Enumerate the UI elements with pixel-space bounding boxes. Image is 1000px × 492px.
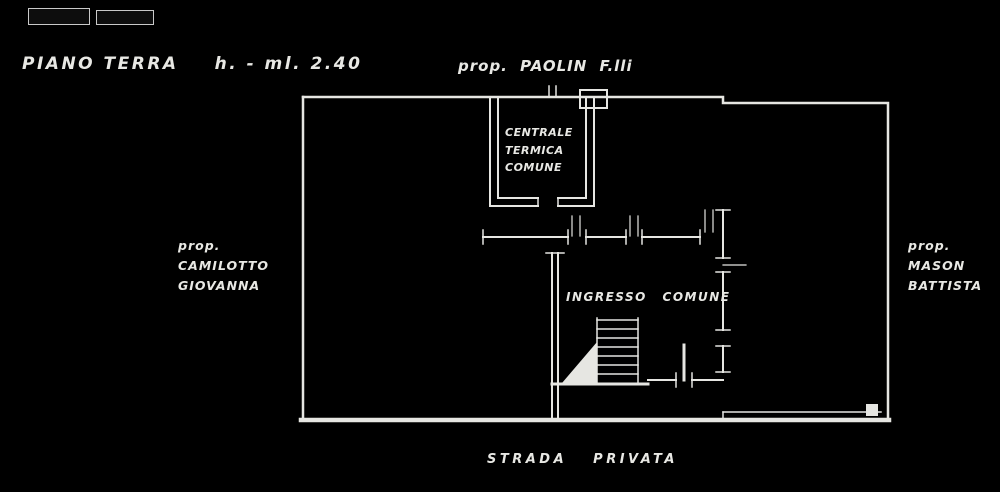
right-partition-wall <box>704 209 747 373</box>
boiler-room-label-line3: COMUNE <box>505 161 563 175</box>
street-label: STRADA PRIVATA <box>487 452 678 467</box>
corridor-wall <box>482 215 701 245</box>
height-note: h. - ml. 2.40 <box>214 54 363 74</box>
owner-label-top: prop. PAOLIN F.lli <box>458 57 633 75</box>
redaction-mark-2 <box>96 10 154 25</box>
boundary-tick <box>548 85 557 98</box>
owner-right-prefix: prop. <box>908 238 951 253</box>
building-outline <box>298 95 892 423</box>
entrance-hall-label: INGRESSO COMUNE <box>566 290 731 304</box>
owner-right-name1: MASON <box>908 258 966 273</box>
boiler-room-label: CENTRALE TERMICA COMUNE <box>505 124 573 177</box>
plan-title: PIANO TERRA <box>22 54 179 74</box>
redaction-mark-1 <box>28 8 90 25</box>
stair-ramp-triangle <box>562 342 597 383</box>
boiler-room-label-line1: CENTRALE <box>505 126 573 139</box>
boiler-room-walls <box>489 85 608 207</box>
plan-title-row: PIANO TERRA h. - ml. 2.40 <box>22 54 362 74</box>
staircase <box>550 317 650 386</box>
owner-left-prefix: prop. <box>178 238 221 253</box>
left-partition-wall <box>545 252 565 421</box>
owner-right-name2: BATTISTA <box>908 278 983 293</box>
boiler-room-label-line2: TERMICA <box>505 143 564 157</box>
flue-box <box>579 89 608 109</box>
owner-label-right: prop. MASON BATTISTA <box>908 236 982 296</box>
lower-partition-wall <box>647 343 724 388</box>
owner-left-name2: GIOVANNA <box>178 278 261 293</box>
owner-left-name1: CAMILOTTO <box>178 258 270 273</box>
owner-label-left: prop. CAMILOTTO GIOVANNA <box>178 236 269 296</box>
